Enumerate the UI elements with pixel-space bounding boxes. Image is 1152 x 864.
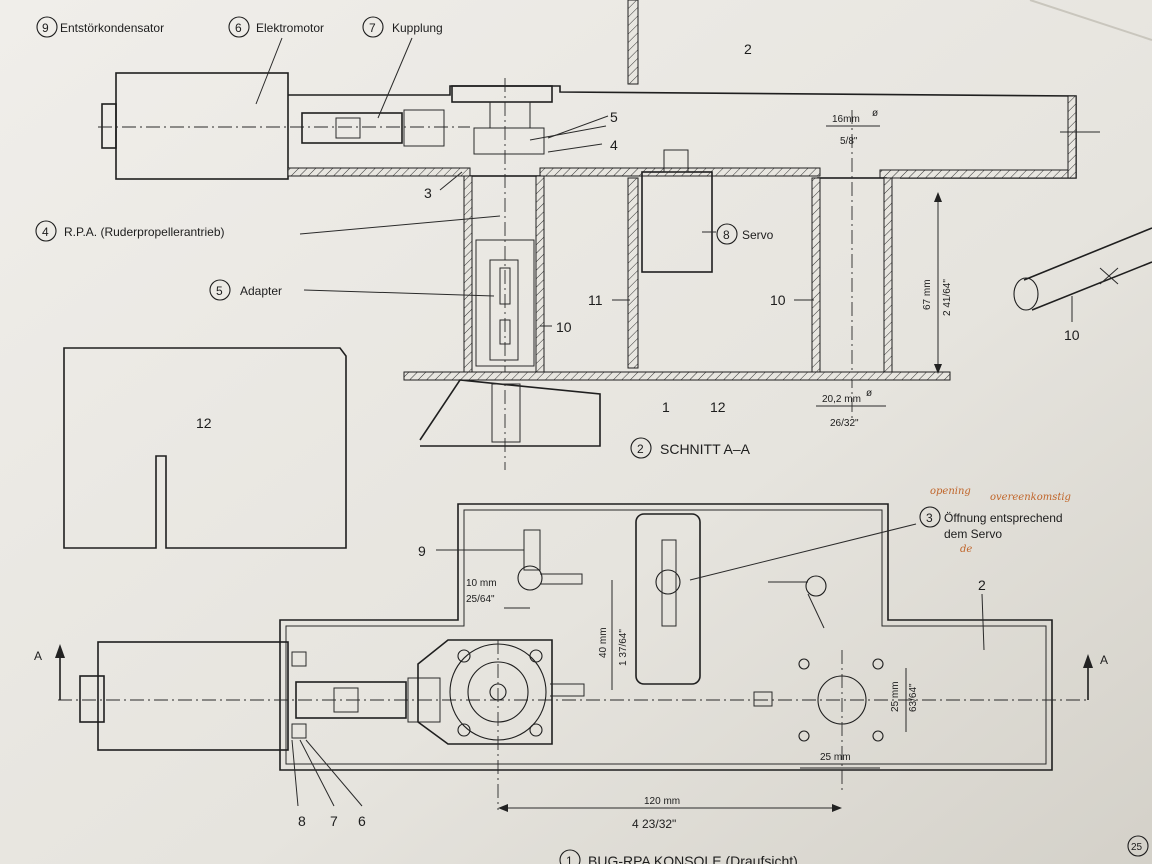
part-9-bottom: 9 — [418, 543, 426, 559]
title-bug-rpa-konsole: BUG-RPA KONSOLE (Draufsicht) — [588, 853, 798, 864]
dim-25mm-horizontal: 25 mm — [820, 752, 851, 763]
dim-5-8: 5/8" — [840, 136, 858, 147]
callout-5: 5 — [216, 284, 223, 298]
dim-20-2mm-phi: ø — [866, 388, 872, 399]
callout-2: 2 — [637, 442, 644, 456]
callout-7: 7 — [369, 21, 376, 35]
dim-16mm-phi: ø — [872, 108, 878, 119]
section-a-a — [63, 0, 1152, 549]
dim-63-64: 63/64" — [908, 683, 919, 712]
servo-plan — [635, 513, 701, 685]
dim-4-23-32: 4 23/32" — [632, 817, 676, 831]
dim-1-37-64: 1 37/64" — [618, 629, 629, 666]
console-outline — [279, 503, 1053, 771]
callout-9: 9 — [42, 21, 49, 35]
handwritten-de: de — [960, 544, 972, 555]
handwritten-opening: opening — [930, 486, 971, 497]
section-mark-a-left: A — [34, 649, 42, 663]
page-number: 25 — [1131, 842, 1143, 853]
motor-plan — [97, 641, 289, 751]
top-view — [55, 503, 1093, 812]
part-12-bottom: 12 — [710, 399, 726, 415]
part-4-top: 4 — [610, 137, 618, 153]
dim-2-41-64: 2 41/64" — [942, 279, 953, 316]
part-10-left: 10 — [556, 319, 572, 335]
floor-plate-1 — [403, 371, 951, 381]
callout-3: 3 — [926, 511, 933, 525]
callout-4: 4 — [42, 225, 49, 239]
label-elektromotor: Elektromotor — [256, 21, 324, 35]
rpa-mount-plan — [417, 639, 553, 745]
label-kupplung: Kupplung — [392, 21, 443, 35]
coupling — [301, 112, 403, 144]
dim-10mm: 10 mm — [466, 578, 497, 589]
dim-20-2mm: 20,2 mm — [822, 394, 861, 405]
label-adapter: Adapter — [240, 284, 282, 298]
panel-12 — [63, 347, 347, 549]
part-12-panel: 12 — [196, 415, 212, 431]
label-oeffnung-1: Öffnung entsprechend — [944, 511, 1063, 525]
title-schnitt-a-a: SCHNITT A–A — [660, 441, 751, 457]
dim-16mm: 16mm — [832, 114, 860, 125]
part-7: 7 — [330, 813, 338, 829]
label-oeffnung-2: dem Servo — [944, 527, 1002, 541]
callout-6: 6 — [235, 21, 242, 35]
dim-25mm-vertical: 25 mm — [890, 681, 901, 712]
part-2-bottom: 2 — [978, 577, 986, 593]
label-servo: Servo — [742, 228, 774, 242]
part-10-right: 10 — [1064, 327, 1080, 343]
part-10-mid: 10 — [770, 292, 786, 308]
part-8: 8 — [298, 813, 306, 829]
side-tube — [1023, 227, 1152, 311]
callout-1: 1 — [566, 854, 573, 864]
paper-fold — [1029, 0, 1152, 41]
coupling-plan — [295, 681, 407, 719]
part-11: 11 — [588, 292, 603, 308]
part-6: 6 — [358, 813, 366, 829]
bulkhead-11 — [627, 177, 639, 369]
part-2-top: 2 — [744, 41, 752, 57]
dim-25-64: 25/64" — [466, 594, 495, 605]
part-5-top: 5 — [610, 109, 618, 125]
callout-8: 8 — [723, 228, 730, 242]
dim-26-32: 26/32" — [830, 418, 859, 429]
section-mark-a-right: A — [1100, 653, 1108, 667]
dim-40mm: 40 mm — [598, 627, 609, 658]
labels: 9 Entstörkondensator 6 Elektromotor 7 Ku… — [34, 16, 1149, 864]
dim-120mm: 120 mm — [644, 796, 680, 807]
label-entstoerkondensator: Entstörkondensator — [60, 21, 164, 35]
bulkhead-11-top — [627, 0, 639, 85]
dim-67mm: 67 mm — [922, 279, 933, 310]
handwritten-overeenkomstig: overeenkomstig — [990, 492, 1071, 503]
part-3-top: 3 — [424, 185, 432, 201]
part-1: 1 — [662, 399, 670, 415]
label-rpa: R.P.A. (Ruderpropellerantrieb) — [64, 225, 225, 239]
